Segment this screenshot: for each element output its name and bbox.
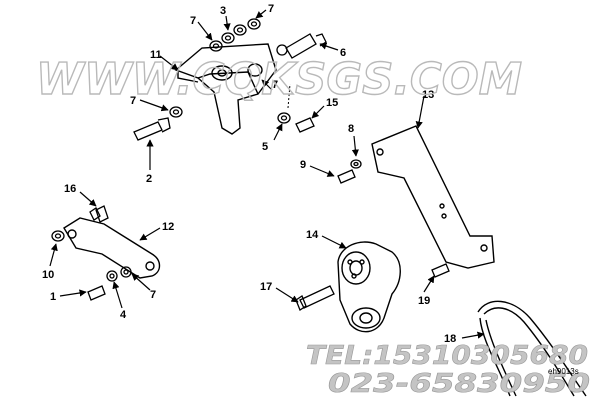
callout-14: 14 [306,229,319,241]
watermark-phone: TEL:15310305680 [306,341,588,371]
washer-5 [277,112,291,124]
bolt-2 [133,117,171,141]
mounting-bracket-11 [174,43,277,135]
callout-12: 12 [162,221,174,233]
washer-7-lower [120,266,132,278]
bolt-1 [87,285,106,301]
callout-3: 3 [220,5,226,17]
callout-15: 15 [326,97,338,109]
watermark-phone-2: 023-65830950 [328,369,590,399]
callout-7-c: 7 [130,95,136,107]
callout-5: 5 [262,141,268,153]
leader-lines [49,9,485,339]
callout-4: 4 [120,309,127,321]
bolt-19 [431,263,450,278]
callout-7-b: 7 [268,3,274,15]
callout-9: 9 [300,159,306,171]
nut-3 [221,32,235,44]
figure-id: eh9013s [548,367,579,376]
dashed-line [287,83,291,109]
drive-belt-18 [477,300,587,397]
washer-4 [106,270,118,282]
belt-tensioner-14 [337,241,401,333]
callout-16: 16 [64,183,76,195]
watermark-site: WWW.CQKSGS.COM [36,54,522,105]
callout-10: 10 [42,269,54,281]
callout-11: 11 [150,49,162,61]
callout-7-e: 7 [150,289,156,301]
callout-labels: 3 7 7 6 11 7 2 7 5 15 8 9 13 14 17 18 19… [42,3,456,345]
callout-19: 19 [418,295,430,307]
washer-8 [350,159,362,169]
callout-8: 8 [348,123,354,135]
callout-2: 2 [146,173,152,185]
callout-17: 17 [260,281,272,293]
callout-18: 18 [444,333,456,345]
bolt-17 [295,285,335,311]
callout-6: 6 [340,47,346,59]
callout-7-d: 7 [272,79,278,91]
bolt-15 [295,117,315,133]
bolt-16 [89,205,109,223]
support-plate-13 [371,125,495,269]
callout-1: 1 [50,291,56,303]
washer-7-top [209,18,261,52]
nut-10 [51,230,65,242]
washer-7-left [169,106,183,118]
callout-13: 13 [422,89,434,101]
link-bracket-12 [63,217,161,279]
callout-7-a: 7 [190,15,196,27]
bolt-9 [337,169,356,184]
